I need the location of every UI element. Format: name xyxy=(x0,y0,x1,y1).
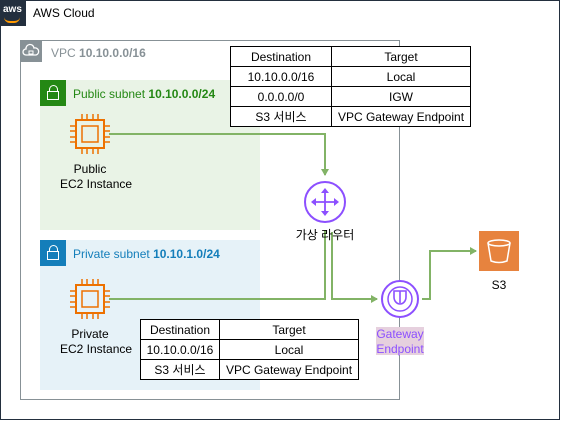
table-header-row: Destination Target xyxy=(230,46,471,67)
aws-smile-icon xyxy=(4,17,20,23)
table-header-cell: Destination xyxy=(230,46,332,67)
vpc-group xyxy=(20,40,400,400)
gateway-endpoint-label-line1: Gateway xyxy=(376,327,424,341)
table-cell: S3 서비스 xyxy=(230,106,332,127)
aws-logo-icon: aws xyxy=(0,0,26,26)
private-subnet-label-text: Private subnet xyxy=(73,247,150,261)
table-cell: 0.0.0.0/0 xyxy=(230,86,332,107)
private-ec2-label-line2: EC2 Instance xyxy=(60,342,133,356)
public-ec2-chip-icon xyxy=(70,114,110,154)
table-cell: IGW xyxy=(331,86,471,107)
table-header-row: Destination Target xyxy=(140,319,359,340)
gateway-endpoint-label-line2: Endpoint xyxy=(376,342,424,356)
connector-gateway-endpoint-to-s3 xyxy=(422,247,477,300)
s3-bucket-icon xyxy=(479,231,519,271)
table-cell: 10.10.0.0/16 xyxy=(140,339,220,360)
aws-cloud-label: AWS Cloud xyxy=(33,6,95,20)
table-row: 10.10.0.0/16 Local xyxy=(230,66,471,87)
private-ec2-label: Private EC2 Instance xyxy=(60,327,133,357)
table-header-cell: Target xyxy=(331,46,471,67)
public-subnet-label: Public subnet 10.10.0.0/24 xyxy=(73,87,215,101)
table-cell: Local xyxy=(219,339,359,360)
public-subnet-label-text: Public subnet xyxy=(73,87,146,101)
s3-label: S3 xyxy=(491,278,507,292)
gateway-endpoint-label-background xyxy=(376,327,424,355)
private-ec2-label-line1: Private xyxy=(71,327,109,341)
table-cell: VPC Gateway Endpoint xyxy=(331,106,471,127)
private-subnet-label: Private subnet 10.10.1.0/24 xyxy=(73,247,220,261)
vpc-cloud-icon xyxy=(20,40,42,62)
router-icon xyxy=(304,181,346,223)
vpc-label: VPC 10.10.0.0/16 xyxy=(51,46,146,60)
public-ec2-label-line1: Public xyxy=(73,162,107,176)
private-route-table: Destination Target 10.10.0.0/16 Local S3… xyxy=(140,319,359,380)
connector-public-ec2-to-router xyxy=(109,133,329,176)
public-ec2-label-line2: EC2 Instance xyxy=(60,177,133,191)
table-header-cell: Destination xyxy=(140,319,220,340)
table-row: S3 서비스 VPC Gateway Endpoint xyxy=(230,106,471,127)
table-row: 10.10.0.0/16 Local xyxy=(140,339,359,360)
private-subnet-cidr: 10.10.1.0/24 xyxy=(153,247,220,261)
table-row: S3 서비스 VPC Gateway Endpoint xyxy=(140,359,359,380)
vpc-label-text: VPC xyxy=(51,46,76,60)
table-cell: S3 서비스 xyxy=(140,359,220,380)
connector-private-ec2-to-router xyxy=(109,230,326,300)
gateway-endpoint-icon xyxy=(381,280,419,318)
public-subnet-lock-icon xyxy=(40,80,66,106)
table-cell: VPC Gateway Endpoint xyxy=(219,359,359,380)
connector-router-to-gateway-endpoint xyxy=(331,232,378,303)
table-header-cell: Target xyxy=(219,319,359,340)
public-subnet-group xyxy=(40,80,260,230)
private-subnet-lock-icon xyxy=(40,240,66,266)
public-ec2-label: Public EC2 Instance xyxy=(60,162,133,192)
aws-logo-text: aws xyxy=(3,4,22,15)
router-label: 가상 라우터 xyxy=(295,228,355,242)
gateway-endpoint-label: Gateway Endpoint xyxy=(370,327,430,357)
table-cell: 10.10.0.0/16 xyxy=(230,66,332,87)
table-row: 0.0.0.0/0 IGW xyxy=(230,86,471,107)
public-subnet-cidr: 10.10.0.0/24 xyxy=(148,87,216,101)
vpc-cidr: 10.10.0.0/16 xyxy=(79,46,146,60)
public-route-table: Destination Target 10.10.0.0/16 Local 0.… xyxy=(230,46,471,127)
table-cell: Local xyxy=(331,66,471,87)
private-ec2-chip-icon xyxy=(70,279,110,319)
